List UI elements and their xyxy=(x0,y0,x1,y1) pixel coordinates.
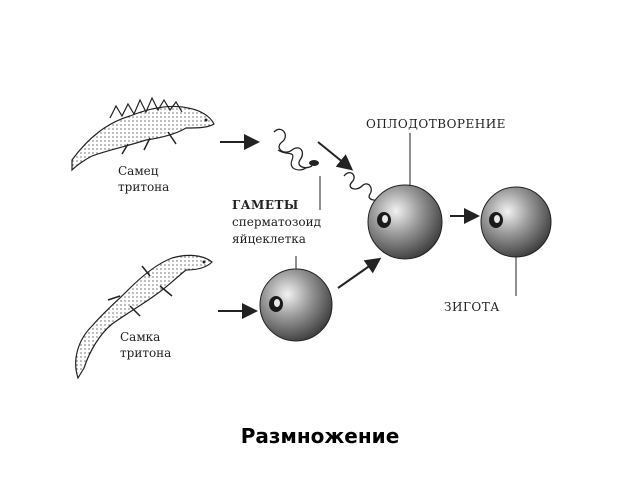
sperm-icon xyxy=(273,128,388,201)
male-newt-label-line1: Самец xyxy=(118,164,159,178)
egg-cell-icon xyxy=(259,268,333,342)
male-newt-icon xyxy=(71,96,215,172)
female-newt-label-line1: Самка xyxy=(120,330,161,344)
leader-lines xyxy=(295,133,517,296)
gametes-label: ГАМЕТЫ xyxy=(232,198,299,212)
egg-label: яйцеклетка xyxy=(232,232,306,246)
female-newt-label-line2: тритона xyxy=(120,346,172,360)
sperm-label: сперматозоид xyxy=(232,215,322,229)
zygote-label: ЗИГОТА xyxy=(444,300,500,314)
caption: Размножение xyxy=(240,424,400,448)
female-newt-icon xyxy=(75,254,213,380)
zygote-cell-icon xyxy=(480,186,552,258)
arrow-icon xyxy=(218,134,480,319)
fertilized-egg-icon xyxy=(367,184,443,260)
fertilization-label: ОПЛОДОТВОРЕНИЕ xyxy=(366,117,506,131)
male-newt-label-line2: тритона xyxy=(118,180,170,194)
